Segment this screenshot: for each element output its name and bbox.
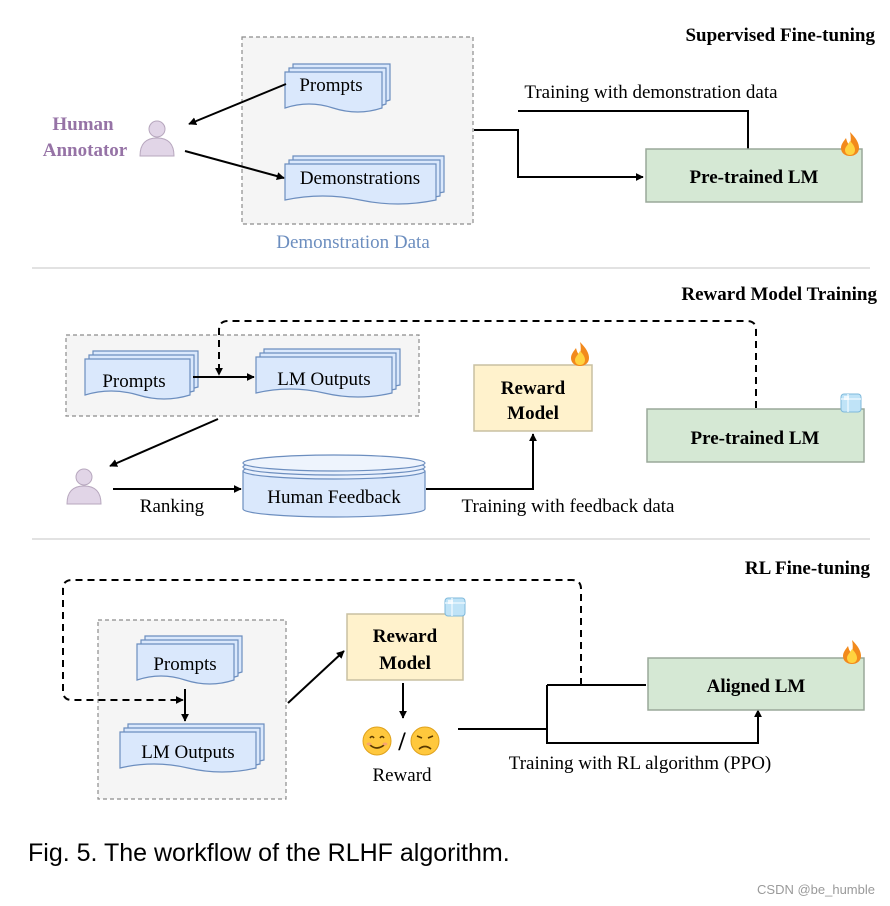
reward-model-section: Reward Model Training Prompts LM Outputs… bbox=[65, 284, 877, 518]
rm-ice-cube-icon bbox=[840, 393, 862, 413]
sft-training-arrow bbox=[474, 129, 644, 181]
rl-ice-cube-icon bbox=[444, 597, 466, 617]
human-feedback-label: Human Feedback bbox=[267, 487, 401, 508]
rl-reward-model-label-line1: Reward bbox=[373, 626, 438, 647]
aligned-lm-box bbox=[647, 657, 865, 711]
demonstration-data-label: Demonstration Data bbox=[276, 232, 430, 253]
sft-prompts-document: Prompts bbox=[284, 63, 391, 113]
rm-pretrained-lm-label: Pre-trained LM bbox=[691, 428, 820, 449]
rm-ranker-person-icon bbox=[66, 468, 102, 505]
rm-reward-model-label-line2: Model bbox=[507, 403, 559, 424]
rm-prompts-label: Prompts bbox=[102, 371, 165, 392]
feedback-to-reward-model-arrow bbox=[426, 433, 537, 490]
prompts-to-annotator-arrow bbox=[188, 83, 287, 125]
reward-slash: / bbox=[397, 727, 406, 756]
rl-prompts-document: Prompts bbox=[136, 635, 243, 685]
human-annotator-person-icon bbox=[139, 120, 175, 157]
rl-fire-icon bbox=[843, 640, 861, 664]
aligned-lm-label: Aligned LM bbox=[707, 676, 806, 697]
sft-section: Supervised Fine-tuning Demonstration Dat… bbox=[43, 25, 876, 253]
figure-caption: Fig. 5. The workflow of the RLHF algorit… bbox=[28, 839, 510, 867]
rl-reward-model-box bbox=[346, 613, 464, 681]
rl-section: RL Fine-tuning Prompts LM Outputs Reward… bbox=[62, 558, 871, 800]
rl-lm-outputs-label: LM Outputs bbox=[141, 742, 234, 763]
sft-section-title: Supervised Fine-tuning bbox=[685, 25, 875, 46]
sft-fire-icon bbox=[841, 132, 859, 156]
rl-section-title: RL Fine-tuning bbox=[745, 558, 871, 579]
sft-pretrained-lm-box bbox=[645, 148, 863, 203]
rl-prompts-label: Prompts bbox=[153, 654, 216, 675]
rl-reward-model-label-line2: Model bbox=[379, 653, 431, 674]
sft-pretrained-lm-label: Pre-trained LM bbox=[690, 167, 819, 188]
rm-prompts-document: Prompts bbox=[84, 350, 199, 400]
rl-training-arrow bbox=[546, 685, 762, 744]
rm-fire-icon bbox=[571, 342, 589, 366]
rl-lm-outputs-document: LM Outputs bbox=[119, 723, 265, 773]
smiling-face-icon bbox=[362, 726, 392, 756]
watermark: CSDN @be_humble bbox=[757, 882, 875, 897]
ranking-label: Ranking bbox=[140, 496, 205, 517]
rm-pretrained-to-outputs-dashed-arrow bbox=[215, 320, 757, 408]
rm-reward-model-box bbox=[473, 364, 593, 432]
rm-reward-model-label-line1: Reward bbox=[501, 378, 566, 399]
sft-training-feedback-line bbox=[518, 110, 749, 149]
reward-label: Reward bbox=[372, 765, 432, 786]
human-feedback-database: Human Feedback bbox=[242, 454, 426, 518]
outputs-to-ranker-arrow bbox=[109, 418, 219, 467]
rm-lm-outputs-document: LM Outputs bbox=[255, 348, 401, 398]
disappointed-face-icon bbox=[410, 726, 440, 756]
outputs-to-reward-model-arrow bbox=[287, 650, 345, 704]
sft-prompts-label: Prompts bbox=[299, 75, 362, 96]
sft-training-edge-label: Training with demonstration data bbox=[524, 82, 778, 103]
annotator-to-demonstrations-arrow bbox=[184, 150, 285, 180]
rm-lm-outputs-label: LM Outputs bbox=[277, 369, 370, 390]
sft-demonstrations-label: Demonstrations bbox=[300, 168, 420, 189]
human-annotator-label-line2: Annotator bbox=[43, 140, 128, 161]
rl-training-edge-label: Training with RL algorithm (PPO) bbox=[509, 753, 772, 774]
rm-pretrained-lm-box bbox=[646, 408, 865, 463]
rm-section-title: Reward Model Training bbox=[681, 284, 877, 305]
human-annotator-label-line1: Human bbox=[52, 114, 114, 135]
sft-demonstrations-document: Demonstrations bbox=[284, 155, 445, 205]
rm-training-edge-label: Training with feedback data bbox=[462, 496, 676, 517]
rl-aligned-to-outputs-dashed-arrow bbox=[62, 579, 582, 704]
